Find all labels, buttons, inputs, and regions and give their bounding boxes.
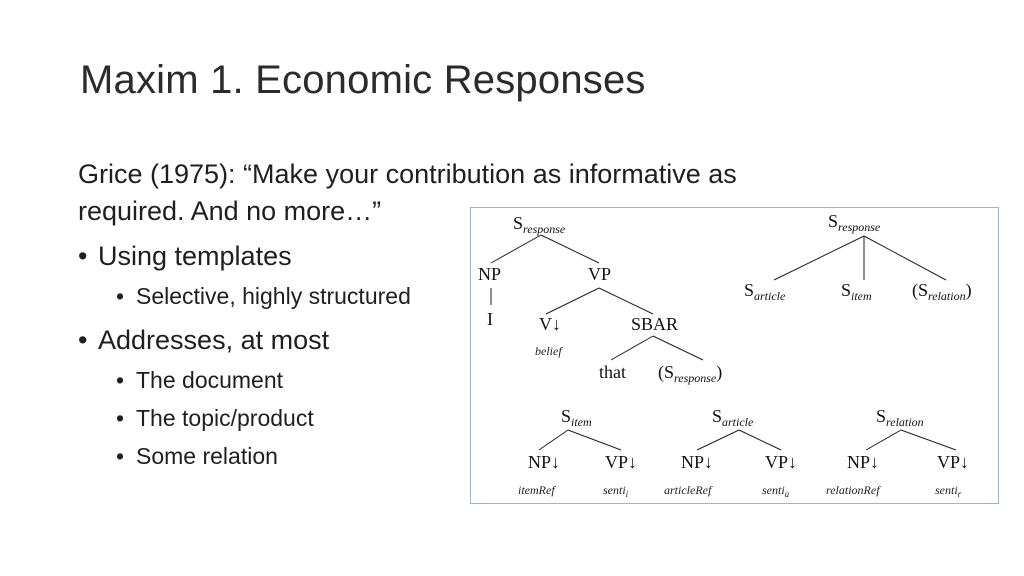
node-s-item: Sitem (841, 280, 872, 303)
anchor-articleref: articleRef (664, 483, 713, 497)
edge (545, 287, 600, 315)
node-vp-down: VP↓ (937, 452, 969, 472)
edge (540, 234, 600, 264)
edge (652, 335, 704, 361)
bullet-dot: • (116, 443, 125, 469)
anchor-itemref: itemRef (518, 483, 556, 497)
edge (610, 335, 654, 361)
node-s-response: Sresponse (513, 213, 566, 236)
bullet-dot: • (78, 241, 88, 271)
node-s-item-2: Sitem (561, 406, 592, 429)
node-vp-down: VP↓ (605, 452, 637, 472)
edge (865, 429, 902, 451)
edge (598, 287, 654, 315)
node-vp-down: VP↓ (765, 452, 797, 472)
node-sbar: SBAR (631, 314, 678, 334)
bullet-text: The topic/product (136, 405, 314, 431)
sub-bullet-topic: • The topic/product (116, 404, 878, 432)
sub-bullet-relation: • Some relation (116, 442, 878, 470)
bullet-using-templates: • Using templates (78, 240, 878, 272)
edge (900, 429, 957, 451)
grice-quote: Grice (1975): “Make your contribution as… (78, 156, 878, 230)
quote-line-2: required. And no more…” (78, 196, 382, 226)
node-s-article-2: Sarticle (712, 406, 754, 429)
sub-bullet-document: • The document (116, 366, 878, 394)
bullet-text: Some relation (136, 443, 278, 469)
node-s-relation: Srelation (876, 406, 924, 429)
edge (538, 429, 569, 451)
node-v-down: V↓ (539, 314, 561, 334)
anchor-relationref: relationRef (826, 483, 881, 497)
edge (738, 429, 782, 451)
tree-response-addresses: Sresponse Sarticle Sitem (Srelation) (744, 211, 972, 303)
node-s-article: Sarticle (744, 280, 786, 303)
edge (773, 235, 865, 281)
edge (490, 234, 542, 264)
anchor-belief: belief (535, 344, 563, 358)
bullet-dot: • (116, 283, 125, 309)
node-np-down: NP↓ (528, 452, 560, 472)
bullet-text: Selective, highly structured (136, 283, 411, 309)
bullet-text: Using templates (98, 241, 292, 271)
bullet-list: • Using templates • Selective, highly st… (78, 240, 878, 470)
quote-line-1: Grice (1975): “Make your contribution as… (78, 159, 737, 189)
node-optional-s-relation: (Srelation) (912, 280, 972, 303)
anchor-senti-r: sentir (935, 483, 962, 499)
grammar-tree-svg: Sresponse NP VP I V↓ belief SBAR that (S… (478, 211, 972, 499)
node-vp: VP (588, 264, 611, 284)
tree-article: Sarticle NP↓ VP↓ articleRef sentia (664, 406, 797, 499)
sub-bullet-selective: • Selective, highly structured (116, 282, 878, 310)
node-np-down: NP↓ (681, 452, 713, 472)
bullet-text: Addresses, at most (98, 325, 330, 355)
bullet-dot: • (78, 325, 88, 355)
node-optional-s-response: (Sresponse) (658, 362, 722, 385)
anchor-senti-a: sentia (762, 483, 790, 499)
node-np-down: NP↓ (847, 452, 879, 472)
tree-response-main: Sresponse NP VP I V↓ belief SBAR that (S… (478, 213, 722, 385)
grammar-tree-figure: Sresponse NP VP I V↓ belief SBAR that (S… (470, 207, 999, 504)
leaf-that: that (599, 362, 626, 382)
bullet-dot: • (116, 367, 125, 393)
anchor-senti-i: sentii (603, 483, 629, 499)
bullet-addresses: • Addresses, at most (78, 324, 878, 356)
slide-body: Grice (1975): “Make your contribution as… (78, 156, 878, 470)
slide-title: Maxim 1. Economic Responses (80, 58, 646, 102)
edge (696, 429, 740, 451)
bullet-dot: • (116, 405, 125, 431)
edge (567, 429, 622, 451)
tree-relation: Srelation NP↓ VP↓ relationRef sentir (826, 406, 969, 499)
node-s-response-2: Sresponse (828, 211, 881, 234)
bullet-text: The document (136, 367, 284, 393)
node-np: NP (478, 264, 501, 284)
edge (863, 235, 947, 281)
tree-item: Sitem NP↓ VP↓ itemRef sentii (518, 406, 637, 499)
leaf-i: I (487, 309, 493, 329)
